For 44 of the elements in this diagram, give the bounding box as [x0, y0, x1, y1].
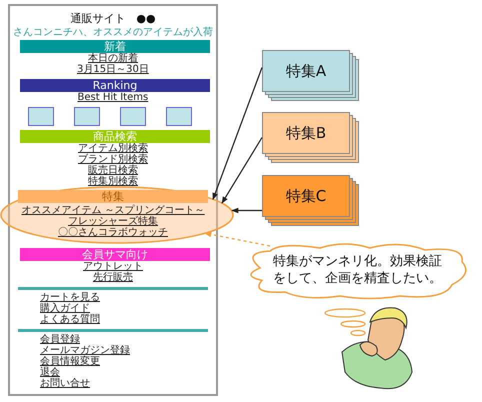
link-text: 特集別検索 — [88, 176, 138, 187]
section-header-bar: Ranking — [20, 79, 210, 92]
arrow — [231, 208, 262, 214]
stacked-cards — [262, 50, 359, 101]
highlight-ellipse — [0, 186, 234, 244]
arrow — [221, 137, 263, 204]
link-text: 3月15日～30日 — [77, 64, 149, 75]
link-text: 会員登録 — [40, 334, 80, 345]
stacked-cards — [262, 175, 359, 226]
image-placeholder — [120, 107, 146, 126]
section-header-bar: 特集 — [18, 190, 208, 203]
section-header-bar: 会員サマ向け — [20, 248, 210, 261]
section-header-bar: 商品検索 — [20, 130, 210, 143]
site-title: 通販サイト ●● — [69, 11, 157, 26]
link-text: 先行販売 — [93, 272, 133, 283]
arrow — [204, 232, 270, 247]
thought-text: 特集がマンネリ化。効果検証をして、企画を精査したい。 — [272, 253, 443, 287]
stacked-cards — [262, 112, 359, 163]
card-title: 特集B — [284, 122, 328, 144]
link-text: フレッシャーズ特集 — [68, 216, 158, 227]
link-text: 〇〇さんコラボウォッチ — [58, 227, 168, 238]
link-text: 退会 — [40, 367, 60, 378]
image-placeholder — [28, 107, 54, 126]
section-header-bar: 新着 — [20, 40, 210, 53]
link-text: 本日の新着 — [88, 53, 138, 64]
link-text: オススメアイテム ～スプリングコート～ — [22, 205, 205, 216]
image-placeholder — [166, 107, 192, 126]
link-text: よくある質問 — [40, 314, 100, 325]
link-text: 購入ガイド — [40, 303, 90, 314]
link-text: 販売日検索 — [88, 165, 138, 176]
link-text: アイテム別検索 — [78, 143, 148, 154]
link-text: Best Hit Items — [78, 92, 148, 103]
link-text: ブランド別検索 — [78, 154, 148, 165]
image-placeholder — [74, 107, 100, 126]
web-page-mockup — [8, 4, 218, 396]
link-text: お問い合せ — [40, 378, 90, 389]
greeting-text: さんコンニチハ、オススメのアイテムが入荷 — [12, 26, 214, 39]
link-text: アウトレット — [83, 261, 143, 272]
card-title: 特集C — [284, 186, 328, 206]
card-title: 特集A — [284, 60, 328, 82]
link-text: メールマガジン登録 — [40, 345, 130, 356]
arrow — [212, 67, 263, 200]
link-text: 会員情報変更 — [40, 356, 100, 367]
link-text: カートを見る — [40, 292, 100, 303]
